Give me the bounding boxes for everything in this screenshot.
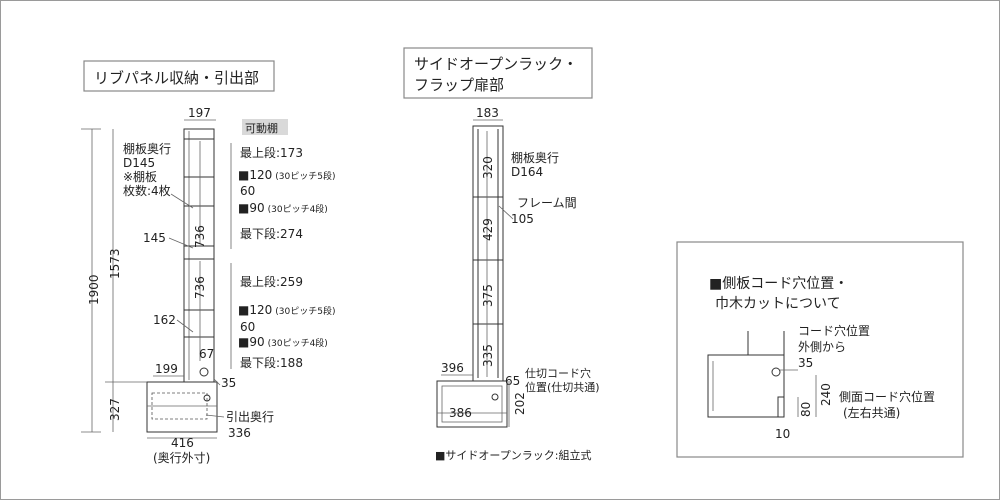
- upper-60: 60: [240, 184, 255, 198]
- movable-shelf-badge-text: 可動棚: [245, 121, 278, 135]
- left-shelf-note-2: 枚数:4枚: [123, 183, 171, 198]
- movable-shelf-badge: [242, 119, 288, 135]
- upper-pitch-2: ■90(30ピッチ4段): [238, 201, 328, 215]
- rack-frame-value: 105: [511, 212, 534, 226]
- rack-seg-320: 320: [481, 156, 495, 179]
- lower-pitch-1: ■120(30ピッチ5段): [238, 303, 335, 317]
- side-cord-label-1: 側面コード穴位置: [839, 389, 935, 404]
- left-title: リブパネル収納・引出部: [94, 69, 259, 87]
- base-note: (奥行外寸): [153, 451, 210, 465]
- left-cabinet-tower: [183, 128, 215, 383]
- left-shelf-depth-value: D145: [123, 156, 155, 170]
- rack-seg-375: 375: [481, 284, 495, 307]
- left-seg-736-lower: 736: [193, 276, 207, 299]
- left-shelf-note-1: ※棚板: [123, 169, 157, 184]
- side-cord-label-2: (左右共通): [843, 405, 900, 420]
- upper-top-shelf: 最上段:173: [240, 145, 303, 160]
- rack-seg-335: 335: [481, 344, 495, 367]
- upper-pitch-1: ■120(30ピッチ5段): [238, 168, 335, 182]
- rack-frame-leader: [498, 205, 514, 220]
- middle-title-box: [403, 47, 593, 99]
- rack-dim-386: 386: [449, 406, 472, 420]
- cord-outside-35: 35: [798, 356, 813, 370]
- right-title-line2: 巾木カットについて: [715, 296, 841, 312]
- rack-footnote: ■サイドオープンラック:組立式: [435, 448, 591, 462]
- left-title-box: [83, 60, 275, 92]
- cord-outside-label-1: コード穴位置: [798, 323, 870, 338]
- drawer-depth-leader: [205, 414, 225, 418]
- side-cord-hole: [771, 367, 781, 377]
- side-panel-outline: [707, 354, 785, 418]
- left-145-leader: [168, 237, 194, 249]
- middle-section: サイドオープンラック・ フラップ扉部 183 320 429 375 335 棚…: [403, 47, 600, 462]
- left-162-leader: [176, 319, 194, 333]
- left-dim-145: 145: [143, 231, 166, 245]
- left-cord-hole: [199, 367, 209, 377]
- left-shelf-depth-label: 棚板奥行: [123, 141, 171, 156]
- left-dim-35: 35: [221, 376, 236, 390]
- left-section: リブパネル収納・引出部 197 可動棚 736 736 416 (奥行外寸): [81, 60, 335, 465]
- lower-bottom-shelf: 最下段:188: [240, 355, 303, 370]
- cord-outside-label-2: 外側から: [798, 340, 846, 354]
- drawer-depth-value: 336: [228, 426, 251, 440]
- middle-title-line2: フラップ扉部: [414, 76, 504, 94]
- height-total: 1900: [87, 274, 101, 305]
- rack-seg-429: 429: [481, 218, 495, 241]
- rack-frame-label: フレーム間: [517, 196, 577, 210]
- right-info-box: [676, 241, 964, 458]
- lower-top-shelf: 最上段:259: [240, 274, 303, 289]
- left-shelf-leader: [170, 193, 194, 209]
- drawer-cord-hole: [203, 394, 211, 402]
- rack-dim-202: 202: [513, 392, 527, 415]
- drawer-depth-label: 引出奥行: [226, 410, 274, 424]
- height-1573: 1573: [108, 248, 122, 279]
- rack-shelf-depth-label: 棚板奥行: [511, 150, 559, 165]
- right-section: ■側板コード穴位置・ 巾木カットについて コード穴位置 外側から 35 240 …: [676, 241, 964, 458]
- rack-base: [436, 380, 508, 428]
- lower-pitch-2: ■90(30ピッチ4段): [238, 335, 328, 349]
- left-seg-736-upper: 736: [193, 225, 207, 248]
- lower-60: 60: [240, 320, 255, 334]
- left-dim-199: 199: [155, 362, 178, 376]
- base-width: 416: [171, 436, 194, 450]
- middle-width-top: 183: [476, 106, 499, 120]
- rack-cord-hole: [491, 393, 499, 401]
- left-35-leader: [213, 378, 221, 386]
- baseboard-cut: [777, 396, 785, 418]
- left-dim-162: 162: [153, 313, 176, 327]
- side-dim-10: 10: [775, 427, 790, 441]
- height-327: 327: [108, 398, 122, 421]
- side-dim-240: 240: [819, 383, 833, 406]
- rack-base-inner: [441, 385, 503, 423]
- rack-cord-label-1: 仕切コード穴: [525, 366, 591, 380]
- rack-shelf-depth-value: D164: [511, 165, 543, 179]
- upper-bottom-shelf: 最下段:274: [240, 226, 303, 241]
- rack-dim-65: 65: [505, 374, 520, 388]
- right-title-line1: ■側板コード穴位置・: [709, 276, 848, 292]
- drawer-base: [146, 381, 218, 433]
- rack-cord-label-2: 位置(仕切共通): [525, 380, 600, 394]
- side-dim-80: 80: [799, 402, 813, 417]
- rack-dim-396: 396: [441, 361, 464, 375]
- middle-title-line1: サイドオープンラック・: [414, 55, 578, 73]
- left-dim-67: 67: [199, 347, 214, 361]
- left-width-top: 197: [188, 106, 211, 120]
